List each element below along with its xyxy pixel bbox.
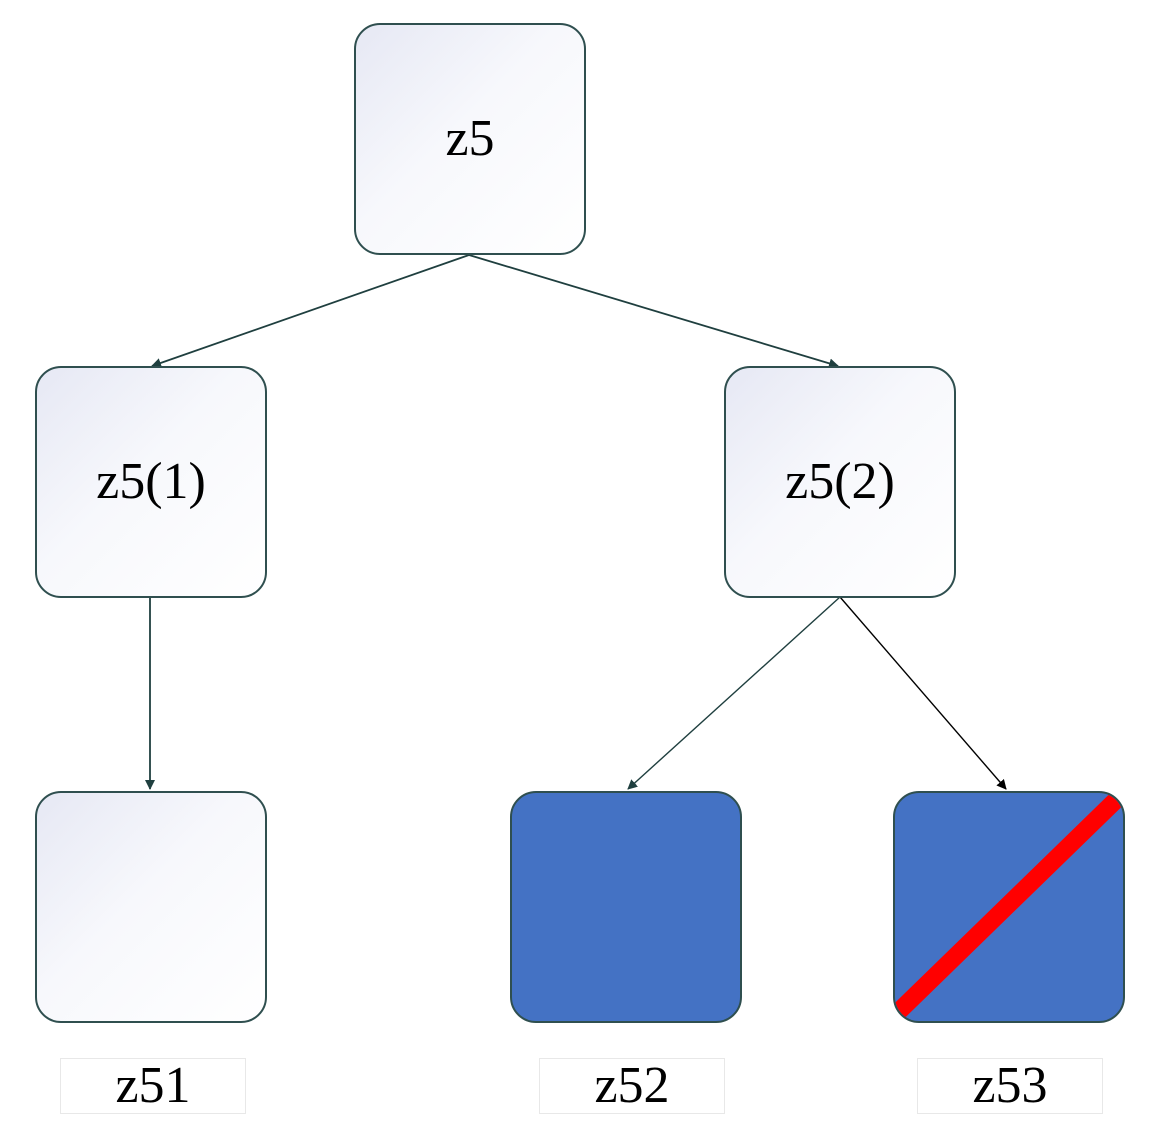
caption-leaf3-text: z53 xyxy=(972,1057,1048,1114)
node-right-label: z5(2) xyxy=(785,453,895,510)
node-left: z5(1) xyxy=(35,366,267,598)
node-right: z5(2) xyxy=(724,366,956,598)
caption-leaf3: z53 xyxy=(917,1058,1103,1114)
edge-right-to-leaf3 xyxy=(839,596,1007,790)
strike-through-mark xyxy=(895,793,1123,1021)
caption-leaf1-text: z51 xyxy=(115,1057,191,1114)
caption-leaf2-text: z52 xyxy=(594,1057,670,1114)
node-leaf1 xyxy=(35,791,267,1023)
node-left-label: z5(1) xyxy=(96,453,206,510)
edge-root-to-left xyxy=(151,254,470,368)
edge-root-to-right xyxy=(468,254,839,369)
node-root-label: z5 xyxy=(445,110,495,167)
edge-right-to-leaf2 xyxy=(627,596,841,790)
node-leaf3 xyxy=(893,791,1125,1023)
node-leaf2 xyxy=(510,791,742,1023)
caption-leaf2: z52 xyxy=(539,1058,725,1114)
caption-leaf1: z51 xyxy=(60,1058,246,1114)
node-root: z5 xyxy=(354,23,586,255)
